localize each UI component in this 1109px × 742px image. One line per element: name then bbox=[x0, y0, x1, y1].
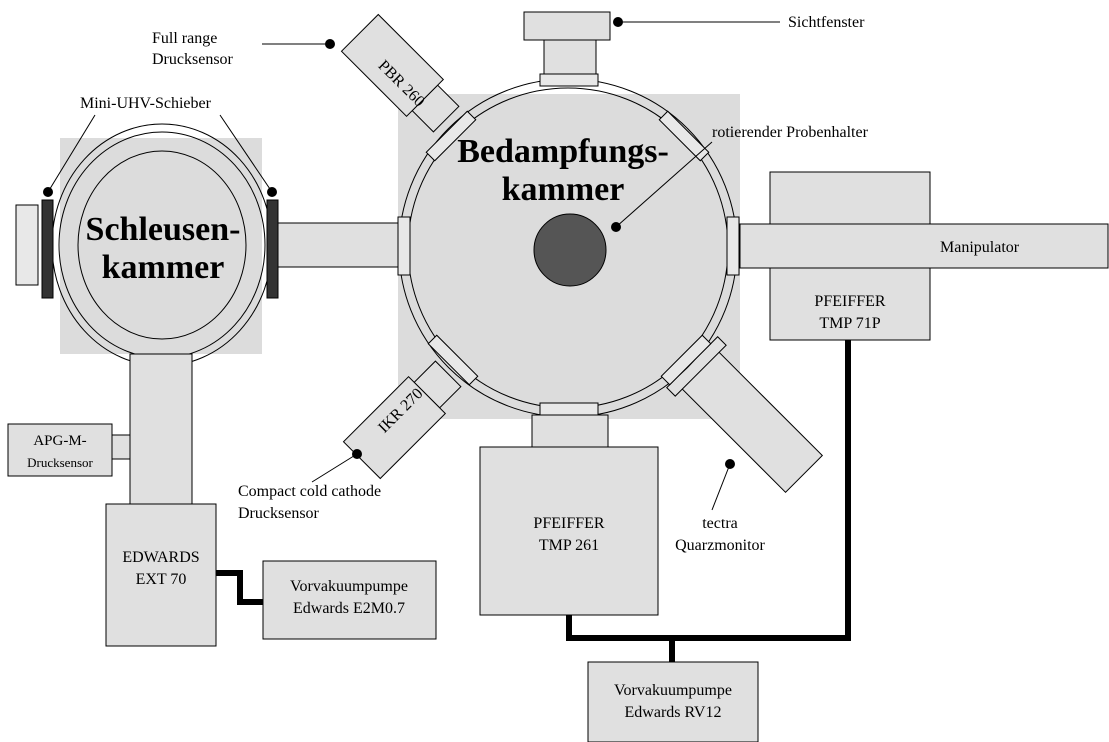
tmp261-label-2: TMP 261 bbox=[539, 537, 599, 554]
sample-holder-leader bbox=[615, 141, 713, 228]
load-lock-title-1: Schleusen- bbox=[86, 211, 241, 248]
tmp71-label-2: TMP 71P bbox=[819, 315, 880, 332]
load-lock-title-2: kammer bbox=[102, 249, 225, 286]
load-lock-transfer-pipe bbox=[275, 222, 401, 268]
ur-port-flange bbox=[658, 110, 710, 162]
apg-port bbox=[111, 434, 131, 460]
quartz-monitor bbox=[666, 336, 824, 494]
viewport-neck bbox=[543, 39, 597, 75]
right-port-flange bbox=[726, 216, 740, 276]
tectra-leader bbox=[711, 463, 731, 511]
vor1-label-2: Edwards E2M0.7 bbox=[293, 600, 405, 617]
forevac-manifold-line bbox=[566, 340, 851, 641]
load-lock-left-flange bbox=[15, 204, 39, 286]
ext70-label-2: EXT 70 bbox=[136, 571, 187, 588]
pbr-body bbox=[340, 13, 445, 118]
tmp71-label-1: PFEIFFER bbox=[814, 293, 885, 310]
manipulator-label: Manipulator bbox=[940, 239, 1020, 256]
vor2-label-1: Vorvakuumpumpe bbox=[614, 682, 732, 699]
tectra-label-1: tectra bbox=[702, 515, 738, 532]
probenhalter-label: rotierender Probenhalter bbox=[712, 124, 869, 141]
vor2-label-2: Edwards RV12 bbox=[625, 704, 722, 721]
top-port-flange bbox=[539, 73, 599, 87]
ikr-leader bbox=[311, 453, 358, 483]
apg-label-2: Drucksensor bbox=[27, 455, 93, 470]
edwards-ext70-box bbox=[105, 503, 217, 647]
deposition-title-1: Bedampfungs- bbox=[457, 133, 669, 170]
apg-m-sensor-box bbox=[7, 423, 113, 477]
vor1-label-1: Vorvakuumpumpe bbox=[290, 578, 408, 595]
full-range-label-2: Drucksensor bbox=[152, 51, 234, 68]
left-gate-valve bbox=[41, 199, 54, 299]
bottom-port-flange bbox=[539, 402, 599, 416]
tmp261-neck bbox=[531, 414, 609, 448]
deposition-title-2: kammer bbox=[502, 171, 625, 208]
right-gate-valve bbox=[266, 199, 279, 299]
vorvakuumpumpe-e2m07-box bbox=[262, 560, 437, 640]
right-valve-leader bbox=[219, 114, 273, 193]
apg-label-1: APG-M- bbox=[33, 433, 86, 449]
load-lock-square bbox=[60, 138, 262, 354]
tmp261-box bbox=[479, 446, 659, 616]
compact-label-2: Drucksensor bbox=[238, 505, 320, 522]
manipulator-pipe bbox=[739, 223, 1109, 269]
ul-port-flange bbox=[425, 110, 477, 162]
ll-port-flange bbox=[427, 334, 479, 386]
full-range-label-1: Full range bbox=[152, 30, 217, 47]
ext70-label-1: EDWARDS bbox=[122, 549, 199, 566]
lr-port-flange bbox=[660, 334, 712, 386]
left-valve-leader bbox=[47, 114, 96, 193]
sichtfenster-label: Sichtfenster bbox=[788, 14, 865, 31]
pbr260-sensor bbox=[340, 13, 460, 133]
mini-uhv-label: Mini-UHV-Schieber bbox=[80, 95, 212, 112]
ikr270-sensor bbox=[342, 360, 462, 480]
load-lock-down-pipe bbox=[129, 353, 193, 505]
tmp261-label-1: PFEIFFER bbox=[533, 515, 604, 532]
tectra-label-2: Quarzmonitor bbox=[675, 537, 765, 554]
compact-label-1: Compact cold cathode bbox=[238, 483, 381, 500]
load-lock-inner-circle bbox=[77, 150, 247, 340]
vorvakuumpumpe-rv12-box bbox=[587, 661, 759, 742]
left-port-flange bbox=[397, 216, 411, 276]
sample-holder bbox=[533, 213, 607, 287]
ext70-forevac-line bbox=[216, 570, 263, 605]
viewport-cap bbox=[523, 11, 611, 41]
ikr-body bbox=[342, 375, 447, 480]
